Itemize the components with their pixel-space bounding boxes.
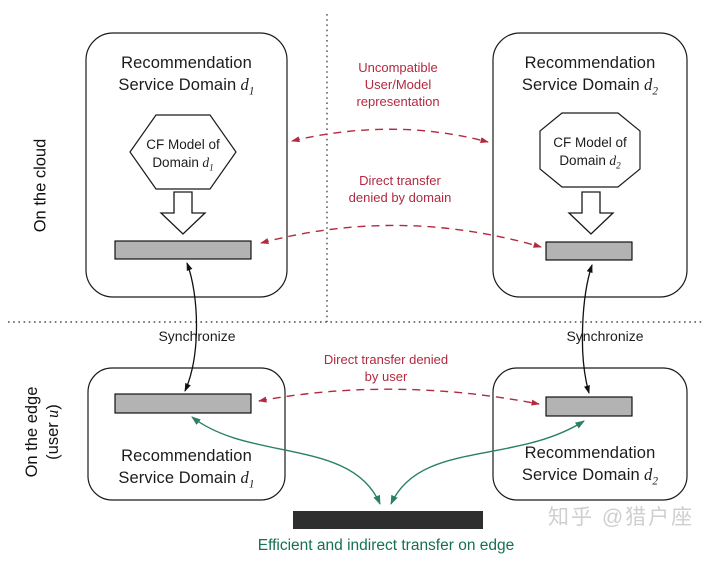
denied-by-user-annotation: Direct transfer denied by user: [323, 352, 449, 385]
synchronize-label-right: Synchronize: [566, 328, 644, 344]
shared-edge-bar: [293, 511, 483, 529]
model-to-bar-arrow-d1: [159, 191, 207, 235]
model-to-bar-arrow-d2: [567, 191, 615, 235]
uncompatible-representation-arrow: [291, 128, 489, 143]
cloud-d1-data-bar: [114, 240, 252, 260]
cloud-tier-label: On the cloud: [31, 121, 52, 251]
efficient-transfer-caption: Efficient and indirect transfer on edge: [257, 537, 515, 554]
cloud-tier-text: On the cloud: [31, 138, 50, 233]
edge-d2-data-bar: [545, 396, 633, 417]
edge-d1-data-bar: [114, 393, 252, 414]
uncompatible-annotation: Uncompatible User/Model representation: [356, 60, 440, 110]
direct-transfer-denied-user-arrow: [258, 388, 540, 406]
watermark: 知乎 @猎户座: [548, 506, 695, 529]
synchronize-arrow-left: [184, 262, 198, 392]
user-variable: u: [42, 409, 62, 418]
cloud-d2-data-bar: [545, 241, 633, 261]
denied-by-domain-annotation: Direct transfer denied by domain: [348, 173, 452, 206]
direct-transfer-denied-domain-arrow: [260, 224, 542, 248]
indirect-transfer-arrow-right: [390, 420, 585, 505]
synchronize-label-left: Synchronize: [158, 328, 236, 344]
cf-model-hexagon-d1: [129, 114, 237, 190]
edge-tier-label: On the edge (useru): [22, 376, 64, 488]
indirect-transfer-arrow-left: [191, 416, 381, 505]
edge-tier-text-line1: On the edge: [23, 386, 41, 478]
synchronize-arrow-right: [581, 264, 593, 394]
cf-model-octagon-d2: [539, 112, 641, 188]
edge-tier-text-line2: (useru): [42, 404, 62, 460]
